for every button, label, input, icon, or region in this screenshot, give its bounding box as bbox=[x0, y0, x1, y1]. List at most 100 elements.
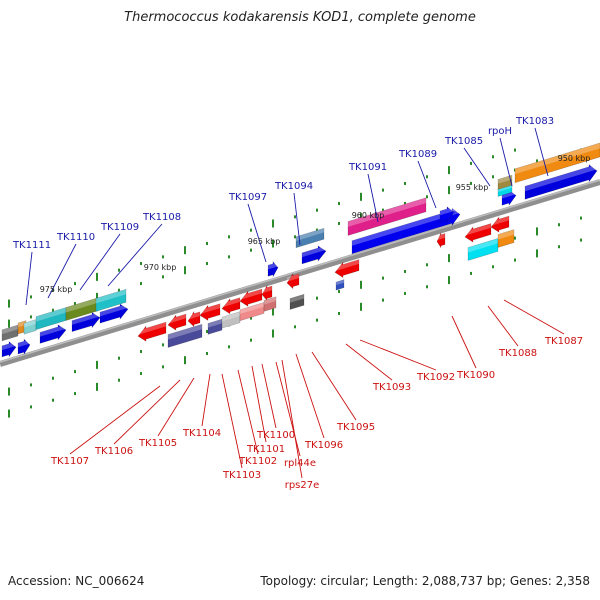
gene-arrow-reverse bbox=[261, 284, 273, 302]
gene-block bbox=[295, 227, 325, 249]
gene-arrow-reverse bbox=[490, 215, 510, 233]
gene-arrow-reverse bbox=[167, 313, 187, 331]
gene-arrow-forward bbox=[351, 207, 461, 255]
leader-line bbox=[487, 305, 519, 347]
scale-tick bbox=[206, 330, 208, 334]
leader-line bbox=[47, 243, 77, 299]
leader-line bbox=[451, 315, 477, 369]
scale-tick bbox=[272, 329, 274, 338]
scale-tick bbox=[228, 345, 230, 349]
scale-label: 950 kbp bbox=[558, 154, 591, 163]
gene-label-bottom: TK1107 bbox=[50, 456, 89, 467]
gene-label-bottom: TK1088 bbox=[498, 348, 537, 359]
gene-block bbox=[497, 229, 515, 248]
leader-line bbox=[534, 127, 549, 177]
gene-arrow-forward bbox=[39, 324, 67, 344]
leader-line bbox=[201, 373, 211, 427]
scale-tick bbox=[448, 166, 450, 175]
scale-tick bbox=[382, 276, 384, 280]
gene-label-bottom: TK1102 bbox=[238, 456, 277, 467]
scale-tick bbox=[184, 266, 186, 275]
gene-label-bottom: TK1092 bbox=[416, 372, 455, 383]
scale-tick bbox=[404, 201, 406, 205]
scale-tick bbox=[492, 265, 494, 269]
scale-tick bbox=[74, 282, 76, 286]
gene-block bbox=[335, 279, 345, 291]
scale-tick bbox=[404, 269, 406, 273]
scale-ticks bbox=[8, 148, 582, 418]
scale-tick bbox=[30, 295, 32, 299]
scale-tick bbox=[96, 272, 98, 281]
scale-tick bbox=[360, 302, 362, 311]
gene-label-bottom: rps27e bbox=[285, 480, 320, 491]
leader-line bbox=[261, 363, 277, 429]
gene-label-top: TK1085 bbox=[444, 136, 483, 147]
scale-tick bbox=[558, 245, 560, 249]
genome-backbone bbox=[0, 179, 600, 367]
gene-label-bottom: TK1104 bbox=[182, 428, 221, 439]
scale-tick bbox=[404, 291, 406, 295]
scale-tick bbox=[338, 221, 340, 225]
scale-tick bbox=[162, 343, 164, 347]
scale-tick bbox=[382, 188, 384, 192]
gene-label-bottom: TK1103 bbox=[222, 470, 261, 481]
gene-block bbox=[207, 318, 223, 335]
leader-line bbox=[79, 233, 121, 291]
scale-tick bbox=[8, 319, 10, 328]
scale-tick bbox=[74, 370, 76, 374]
gene-label-top: TK1091 bbox=[348, 162, 387, 173]
scale-tick bbox=[316, 318, 318, 322]
scale-tick bbox=[206, 262, 208, 266]
leader-line bbox=[367, 173, 379, 223]
scale-label: 975 kbp bbox=[40, 285, 73, 294]
scale-tick bbox=[272, 219, 274, 228]
scale-tick bbox=[426, 195, 428, 199]
scale-tick bbox=[514, 148, 516, 152]
scale-tick bbox=[140, 262, 142, 266]
gene-label-bottom: TK1100 bbox=[256, 430, 295, 441]
scale-tick bbox=[162, 365, 164, 369]
gene-arrow-reverse bbox=[239, 288, 263, 307]
gene-block bbox=[221, 311, 241, 329]
scale-tick bbox=[8, 409, 10, 418]
scale-tick bbox=[140, 282, 142, 286]
scale-tick bbox=[448, 186, 450, 195]
scale-tick bbox=[52, 308, 54, 312]
gene-label-top: rpoH bbox=[488, 126, 512, 137]
scale-tick bbox=[514, 236, 516, 240]
scale-tick bbox=[536, 249, 538, 258]
scale-tick bbox=[580, 238, 582, 242]
gene-label-bottom: TK1105 bbox=[138, 438, 177, 449]
scale-tick bbox=[96, 292, 98, 301]
scale-tick bbox=[580, 216, 582, 220]
gene-label-top: TK1083 bbox=[515, 116, 554, 127]
topology-text: Topology: circular; Length: 2,088,737 bp… bbox=[260, 574, 590, 588]
leader-line bbox=[499, 137, 513, 187]
gene-label-bottom: rpl44e bbox=[284, 458, 316, 469]
scale-tick bbox=[96, 360, 98, 369]
leader-line bbox=[345, 343, 393, 381]
scale-tick bbox=[228, 235, 230, 239]
gene-arrow-forward bbox=[524, 164, 598, 200]
scale-tick bbox=[162, 275, 164, 279]
gene-arrow-reverse bbox=[334, 259, 360, 279]
gene-arrow-reverse bbox=[137, 321, 167, 342]
leader-line bbox=[311, 351, 357, 421]
gene-block bbox=[497, 184, 513, 197]
gene-arrow-forward bbox=[267, 260, 279, 278]
scale-tick bbox=[338, 289, 340, 293]
scale-tick bbox=[184, 246, 186, 255]
scale-tick bbox=[360, 212, 362, 221]
scale-tick bbox=[96, 382, 98, 391]
gene-arrow-forward bbox=[17, 338, 31, 356]
scale-tick bbox=[140, 372, 142, 376]
gene-block bbox=[167, 323, 203, 348]
gene-arrow-forward bbox=[439, 206, 455, 223]
gene-label-top: TK1108 bbox=[142, 212, 181, 223]
scale-tick bbox=[272, 239, 274, 248]
scale-label: 960 kbp bbox=[352, 211, 385, 220]
scale-tick bbox=[74, 302, 76, 306]
gene-arrow-forward bbox=[1, 341, 17, 358]
scale-tick bbox=[426, 175, 428, 179]
